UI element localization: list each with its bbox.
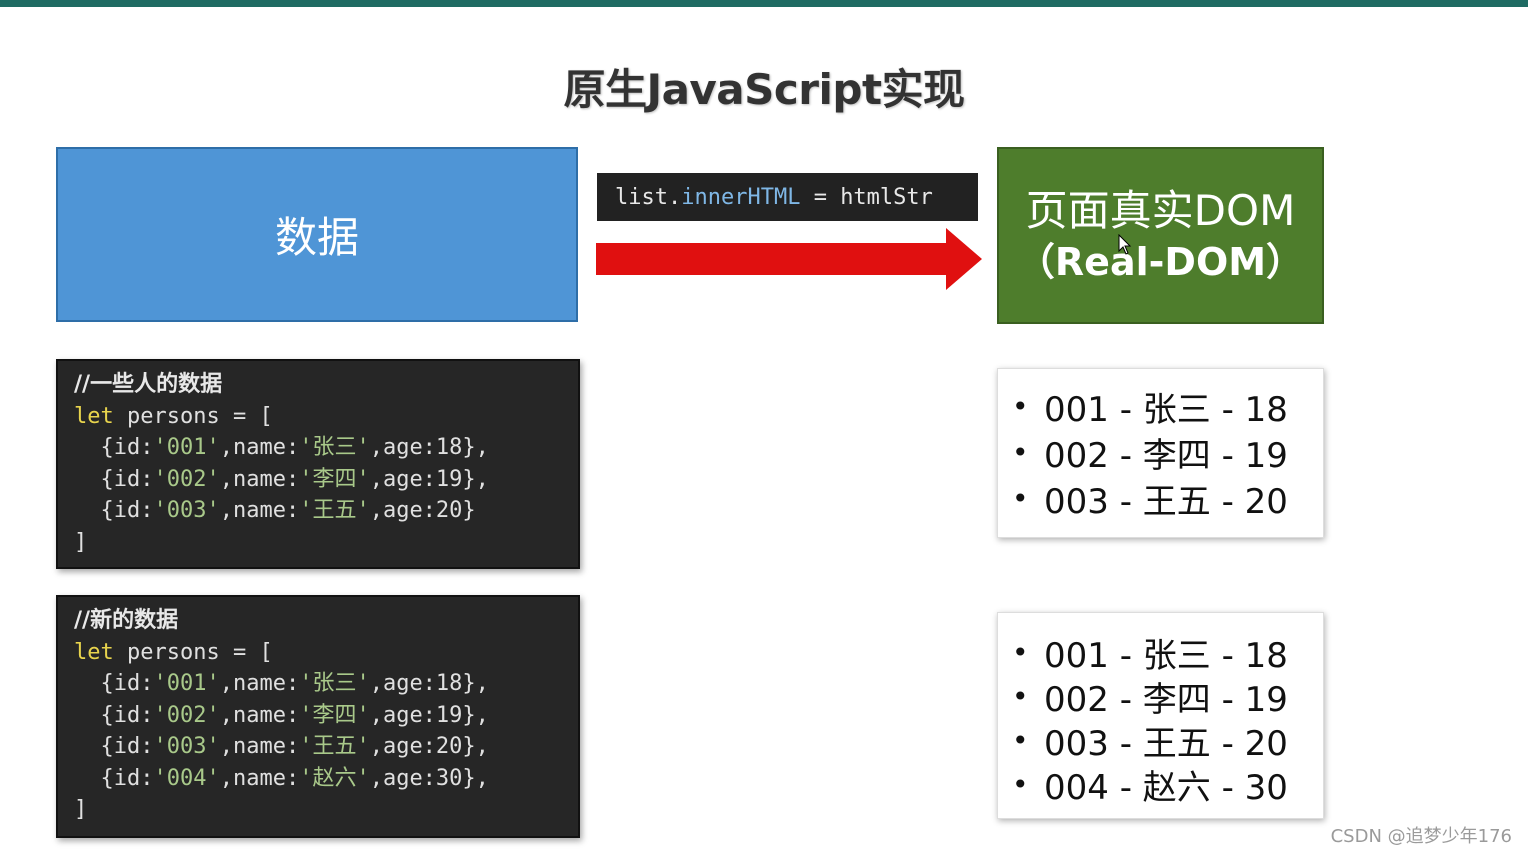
- list-item: • 002 - 李四 - 19: [1012, 674, 1323, 720]
- code-row: {id:'003',name:'王五',age:20},: [74, 731, 578, 763]
- code-row-name: '王五': [299, 498, 370, 523]
- list-item-text: 003 - 王五 - 20: [1044, 723, 1288, 764]
- code-row-mid: ,name:: [219, 734, 300, 759]
- code-row-id: '001': [153, 435, 220, 460]
- list-item: • 002 - 李四 - 19: [1012, 429, 1323, 476]
- code-row-pre: {id:: [74, 498, 154, 523]
- rendered-list-original: • 001 - 张三 - 18 • 002 - 李四 - 19 • 003 - 王五 …: [997, 368, 1324, 538]
- code-row-mid: ,name:: [219, 765, 300, 791]
- top-accent-bar: [0, 0, 1528, 7]
- bullet-icon: •: [1012, 679, 1029, 713]
- list-item: • 001 - 张三 - 18: [1012, 630, 1323, 676]
- code-row: {id:'002',name:'李四',age:19},: [74, 700, 578, 732]
- code-row-pre: {id:: [74, 765, 154, 791]
- code-label-prop: innerHTML: [681, 184, 801, 210]
- bullet-icon: •: [1012, 767, 1029, 801]
- bullet-icon: •: [1012, 389, 1029, 423]
- code-block-original-data: //一些人的数据 let persons = [ {id:'001',name:…: [56, 359, 580, 569]
- bullet-icon: •: [1012, 635, 1029, 669]
- list-item-text: 001 - 张三 - 18: [1044, 635, 1288, 676]
- code-row-name: '赵六': [299, 765, 370, 791]
- code-comment: //新的数据: [74, 608, 179, 633]
- code-declaration: let persons = [: [74, 637, 578, 669]
- list-item: • 001 - 张三 - 18: [1012, 383, 1323, 430]
- code-row-pre: {id:: [74, 435, 154, 460]
- data-box: 数据: [56, 147, 578, 322]
- code-row-mid: ,name:: [219, 435, 300, 460]
- code-row-pre: {id:: [74, 734, 154, 759]
- arrow-shape: [596, 228, 982, 290]
- code-row: {id:'001',name:'张三',age:18},: [74, 668, 578, 700]
- inner-html-code-label: list.innerHTML = htmlStr: [597, 173, 978, 221]
- rendered-list-new: • 001 - 张三 - 18 • 002 - 李四 - 19 • 003 - 王五 …: [997, 612, 1324, 819]
- code-row-mid: ,name:: [219, 498, 300, 523]
- code-row-mid: ,name:: [219, 671, 300, 696]
- code-row-mid: ,name:: [219, 702, 300, 728]
- code-row-pre: {id:: [74, 702, 154, 728]
- list-item: • 004 - 赵六 - 30: [1012, 762, 1323, 808]
- code-label-prefix: list.: [615, 184, 682, 210]
- real-dom-title: 页面真实DOM: [1025, 185, 1296, 235]
- code-row-post: ,age:19},: [369, 702, 489, 728]
- list-item-text: 002 - 李四 - 19: [1044, 435, 1288, 476]
- list-item-text: 001 - 张三 - 18: [1044, 389, 1288, 430]
- list-item-text: 002 - 李四 - 19: [1044, 679, 1288, 720]
- code-row-id: '003': [153, 734, 220, 759]
- code-row-name: '李四': [299, 702, 370, 728]
- bullet-icon: •: [1012, 723, 1029, 757]
- page-title: 原生JavaScript实现: [563, 65, 965, 114]
- code-row-post: ,age:20},: [369, 734, 489, 759]
- data-box-label: 数据: [274, 213, 359, 262]
- code-row-id: '002': [153, 466, 220, 492]
- code-row-name: '张三': [299, 671, 370, 696]
- code-row-post: ,age:20}: [369, 498, 476, 523]
- code-row-id: '004': [153, 765, 220, 791]
- code-row-post: ,age:18},: [369, 435, 489, 460]
- code-row-id: '001': [153, 671, 220, 696]
- code-decl-text: persons = [: [113, 639, 273, 665]
- code-block-new-data: //新的数据 let persons = [ {id:'001',name:'张…: [56, 595, 580, 838]
- code-row-name: '张三': [299, 435, 370, 460]
- code-keyword: let: [74, 639, 114, 665]
- list-item: • 003 - 王五 - 20: [1012, 718, 1323, 764]
- list-item-text: 003 - 王五 - 20: [1044, 481, 1288, 522]
- code-row: {id:'004',name:'赵六',age:30},: [74, 763, 578, 795]
- code-comment: //一些人的数据: [74, 372, 223, 397]
- real-dom-subtitle: （Real-DOM）: [1016, 239, 1305, 284]
- code-keyword: let: [74, 403, 114, 429]
- code-row-id: '003': [153, 498, 220, 523]
- right-arrow-icon: [596, 228, 982, 290]
- code-row: {id:'003',name:'王五',age:20}: [74, 495, 578, 527]
- code-row-mid: ,name:: [219, 466, 300, 492]
- list-item-text: 004 - 赵六 - 30: [1044, 767, 1288, 808]
- code-row-post: ,age:19},: [369, 466, 489, 492]
- code-row-name: '王五': [299, 734, 370, 759]
- code-row-post: ,age:30},: [369, 765, 489, 791]
- code-row-post: ,age:18},: [369, 671, 489, 696]
- real-dom-box: 页面真实DOM （Real-DOM）: [997, 147, 1324, 324]
- list-item: • 003 - 王五 - 20: [1012, 475, 1323, 522]
- code-row: {id:'002',name:'李四',age:19},: [74, 464, 578, 496]
- code-declaration: let persons = [: [74, 401, 578, 433]
- bullet-icon: •: [1012, 481, 1029, 515]
- bullet-icon: •: [1012, 435, 1029, 469]
- code-row-pre: {id:: [74, 671, 154, 696]
- code-row-id: '002': [153, 702, 220, 728]
- mouse-cursor-icon: [1118, 234, 1132, 255]
- code-close-bracket: ]: [74, 529, 88, 555]
- code-row-name: '李四': [299, 466, 370, 492]
- code-close-bracket: ]: [74, 797, 88, 822]
- code-row: {id:'001',name:'张三',age:18},: [74, 432, 578, 464]
- code-label-suffix: = htmlStr: [800, 184, 933, 210]
- watermark: CSDN @追梦少年176: [1330, 826, 1512, 847]
- code-row-pre: {id:: [74, 466, 154, 492]
- code-decl-text: persons = [: [113, 403, 273, 429]
